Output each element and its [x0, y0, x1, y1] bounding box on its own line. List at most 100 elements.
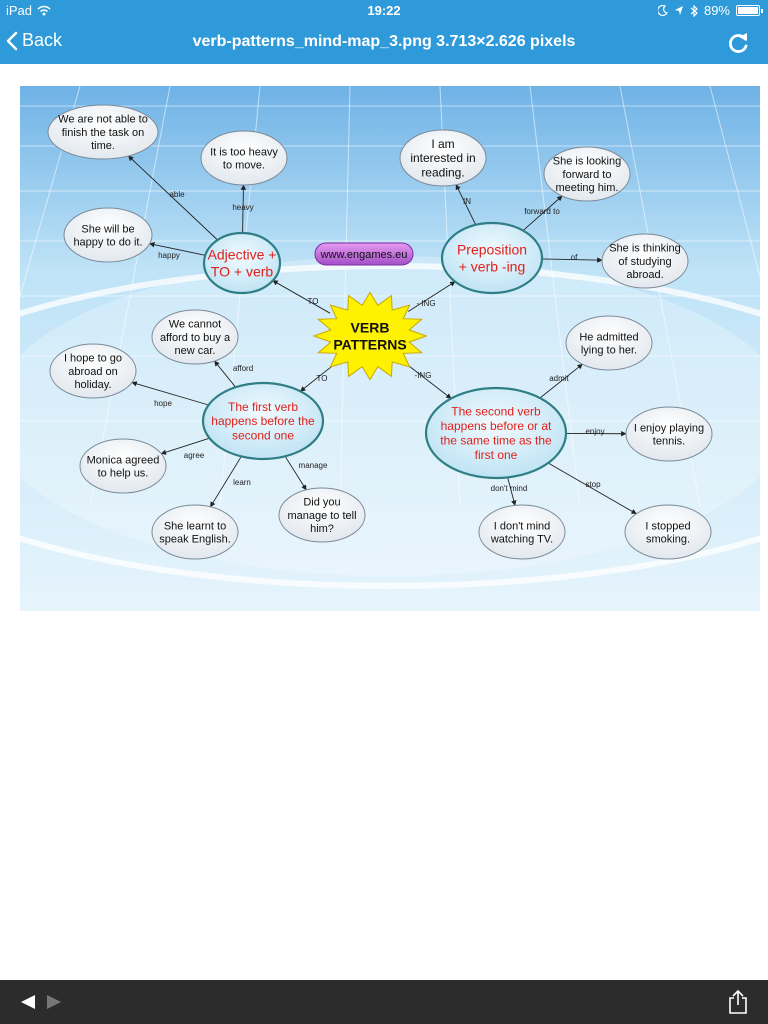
edge-arrow [128, 155, 218, 241]
example-ellipse [49, 343, 137, 399]
central-label: VERB [351, 320, 390, 336]
example-label: interested in [410, 151, 475, 165]
background-arc-outer [20, 263, 760, 589]
moon-icon [657, 5, 668, 16]
example-ellipse [47, 104, 159, 160]
edge-arrow [539, 363, 583, 399]
refresh-icon [729, 33, 748, 53]
example-label: holiday. [74, 379, 111, 391]
hub-label: Preposition [457, 242, 527, 258]
next-button[interactable] [46, 994, 62, 1015]
edge-label: hope [154, 399, 172, 408]
example-label: new car. [175, 345, 216, 357]
example-ellipse [478, 504, 566, 560]
edge-arrow [272, 280, 331, 314]
edge-label: don't mind [491, 484, 528, 493]
edge-label: agree [184, 451, 205, 460]
hub-label: The first verb [228, 400, 298, 414]
back-label: Back [22, 30, 63, 50]
edge-label: heavy [232, 203, 253, 212]
back-button[interactable]: Back [6, 30, 62, 51]
location-arrow-icon [674, 6, 683, 15]
nav-bar: Back verb-patterns_mind-map_3.png 3.713×… [0, 22, 768, 64]
example-label: of studying [618, 256, 671, 268]
example-ellipse [278, 487, 366, 543]
edge-arrow [507, 477, 517, 506]
edge-arrow [131, 381, 209, 406]
bottom-toolbar [0, 980, 768, 1024]
edge-label: TO [317, 374, 328, 383]
website-label: www.engames.eu [320, 249, 408, 261]
example-label: manage to tell [287, 510, 356, 522]
refresh-button[interactable] [726, 30, 750, 61]
edge-label: - ING [416, 299, 435, 308]
example-ellipse [625, 406, 713, 462]
edge-arrow [284, 456, 307, 491]
edge-label: able [169, 190, 185, 199]
example-label: She learnt to [164, 520, 226, 532]
status-right: 89% [657, 3, 763, 18]
edge-label: happy [158, 251, 180, 260]
example-label: speak English. [159, 533, 231, 545]
example-label: meeting him. [556, 182, 619, 194]
example-label: smoking. [646, 533, 690, 545]
example-label: We cannot [169, 319, 221, 331]
edge-arrow [160, 437, 210, 455]
hub-label: second one [232, 429, 294, 443]
hub-label: The second verb [451, 405, 541, 419]
hub-ellipse [440, 221, 544, 295]
example-ellipse [79, 438, 167, 494]
example-ellipse [399, 129, 487, 187]
status-time: 19:22 [367, 3, 401, 18]
edge-arrow [404, 362, 452, 399]
edge-label: admit [549, 374, 569, 383]
example-ellipse [200, 130, 288, 186]
edge-arrow [541, 257, 603, 263]
battery-level [738, 7, 758, 14]
example-label: She will be [81, 223, 134, 235]
battery-percent: 89% [703, 3, 730, 18]
edge-label: stop [585, 480, 601, 489]
hub-node: Preposition+ verb -ing [440, 221, 544, 295]
example-label: tennis. [653, 435, 685, 447]
share-button[interactable] [728, 989, 748, 1020]
wifi-icon [37, 5, 51, 16]
hub-label: first one [475, 448, 518, 462]
bluetooth-icon [690, 4, 698, 17]
example-label: She is looking [553, 156, 622, 168]
previous-button[interactable] [20, 994, 36, 1015]
hub-label: happens before or at [441, 419, 552, 433]
hub-label: the same time as the [440, 433, 552, 447]
example-ellipse [151, 504, 239, 560]
edge-label: TO [308, 297, 319, 306]
hub-label: Adjective + [208, 247, 277, 263]
battery-icon [736, 5, 763, 16]
example-ellipse [624, 504, 712, 560]
edge-label: -ING [415, 371, 432, 380]
example-label: abroad on [68, 366, 118, 378]
example-label: abroad. [626, 269, 663, 281]
example-label: She is thinking [609, 243, 681, 255]
central-label: PATTERNS [333, 336, 406, 352]
example-label: Did you [303, 497, 340, 509]
hub-ellipse [202, 231, 282, 295]
hub-label: + verb -ing [459, 258, 526, 274]
example-label: reading. [421, 166, 464, 180]
edge-arrow [214, 360, 236, 388]
triangle-right-icon [47, 995, 61, 1009]
example-label: I don't mind [494, 520, 551, 532]
